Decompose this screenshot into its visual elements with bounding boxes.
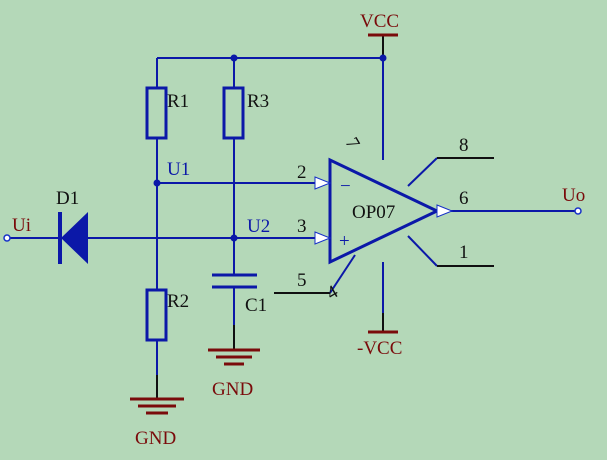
d1-label: D1 bbox=[56, 188, 79, 209]
opamp-plus-sign: + bbox=[339, 231, 350, 252]
pin-6-label: 6 bbox=[459, 188, 469, 209]
junction-u1 bbox=[153, 179, 161, 187]
u2-label: U2 bbox=[247, 216, 270, 237]
resistor-r3[interactable] bbox=[222, 86, 245, 140]
gnd-left-label: GND bbox=[135, 428, 176, 449]
pin-2-label: 2 bbox=[297, 162, 307, 183]
diode-d1[interactable] bbox=[58, 212, 88, 264]
pin-1-label: 1 bbox=[459, 242, 469, 263]
u1-label: U1 bbox=[167, 159, 190, 180]
vcc-label: VCC bbox=[360, 11, 399, 32]
pin-3-label: 3 bbox=[297, 216, 307, 237]
pin-7-label: 7 bbox=[341, 134, 364, 153]
neg-vcc-label: -VCC bbox=[357, 338, 402, 359]
ui-port[interactable] bbox=[3, 234, 11, 242]
capacitor-c1[interactable] bbox=[212, 273, 257, 289]
junction-vcc bbox=[379, 54, 387, 62]
pin-8-label: 8 bbox=[459, 135, 469, 156]
output-arrow bbox=[436, 204, 454, 218]
pin-4-label: 4 bbox=[323, 281, 342, 304]
opamp-op07[interactable] bbox=[328, 157, 441, 265]
uo-label: Uo bbox=[562, 185, 585, 206]
junction-u2 bbox=[230, 234, 238, 242]
r2-label: R2 bbox=[167, 291, 189, 312]
opamp-label: OP07 bbox=[352, 202, 395, 223]
r1-label: R1 bbox=[167, 91, 189, 112]
gnd-mid-label: GND bbox=[212, 379, 253, 400]
uo-port[interactable] bbox=[574, 207, 582, 215]
junction-top-rail bbox=[230, 54, 238, 62]
opamp-minus-sign: − bbox=[340, 176, 351, 197]
c1-label: C1 bbox=[245, 295, 267, 316]
ground-symbol-left bbox=[130, 375, 184, 415]
ground-symbol-mid bbox=[208, 325, 260, 366]
resistor-r1[interactable] bbox=[145, 86, 168, 140]
ui-label: Ui bbox=[12, 215, 31, 236]
pin-5-label: 5 bbox=[297, 270, 307, 291]
wires bbox=[8, 35, 575, 398]
resistor-r2[interactable] bbox=[145, 288, 168, 342]
pin3-arrow bbox=[314, 231, 332, 245]
pin2-arrow bbox=[314, 176, 332, 190]
r3-label: R3 bbox=[247, 91, 269, 112]
